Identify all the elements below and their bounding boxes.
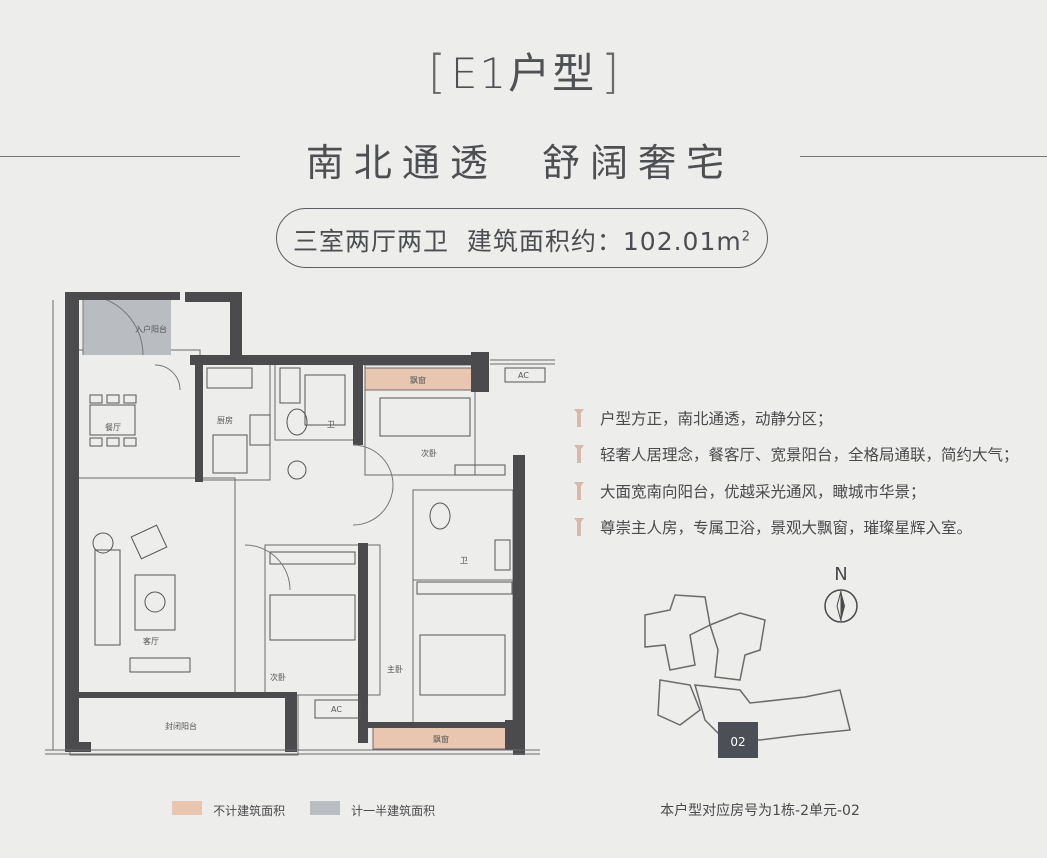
- feature-text-4: 尊崇主人房，专属卫浴，景观大飘窗，璀璨星辉入室。: [600, 519, 973, 537]
- subtitle: 南北通透 舒阔奢宅: [305, 141, 735, 185]
- label-entry-balcony: 入户阳台: [135, 324, 167, 334]
- label-dining: 餐厅: [105, 423, 121, 432]
- spec-text-wrap: 三室两厅两卫 建筑面积约：102.01m2: [277, 222, 767, 258]
- floor-plan: 入户阳台 餐厅 厨房 卫 飘窗 次卧 卫 客厅 次卧 主卧 封闭阳台 飘窗 AC…: [45, 292, 555, 756]
- wall-north-1: [185, 292, 240, 302]
- feature-text-2: 轻奢人居理念，餐客厅、宽景阳台，全格局通联，简约大气；: [600, 446, 1019, 464]
- living-sofa-set: [92, 524, 191, 673]
- site-plan: 02: [644, 594, 851, 758]
- subtitle-divider-right: [800, 156, 1047, 157]
- label-kitchen: 厨房: [217, 415, 233, 425]
- wardrobe-middle: [269, 551, 356, 565]
- feature-item-1: 户型方正，南北通透，动静分区；: [574, 405, 833, 431]
- label-living: 客厅: [143, 636, 159, 646]
- kitchen-area: [199, 359, 271, 481]
- bath2-fixtures: [429, 502, 511, 571]
- site-unit-highlight: [718, 722, 758, 758]
- label-bay-window-bottom: 飘窗: [433, 734, 449, 744]
- title-bracket-right: ]: [601, 45, 620, 99]
- wall-east: [513, 455, 525, 755]
- wall-balcony-north: [65, 692, 295, 698]
- beds: [269, 397, 513, 696]
- wall-bedroom-north: [360, 355, 475, 365]
- feature-bullet-icon: [574, 482, 584, 500]
- dining-table: [89, 394, 137, 447]
- door-swings: [154, 364, 394, 591]
- wall-kitchen-north: [190, 355, 360, 365]
- kitchen-fixtures: [206, 367, 301, 474]
- label-bath1: 卫: [327, 420, 335, 429]
- wardrobe-master: [416, 581, 513, 595]
- subtitle-row: 南北通透 舒阔奢宅: [0, 132, 1047, 185]
- wall-se-column: [505, 720, 523, 750]
- entry-balcony-fill: [83, 295, 171, 355]
- compass-icon: N: [824, 564, 858, 623]
- title-bracket-left: [: [427, 45, 446, 99]
- feature-item-2: 轻奢人居理念，餐客厅、宽景阳台，全格局通联，简约大气；: [574, 441, 1019, 467]
- bath2-area: [412, 489, 514, 581]
- wall-kitchen-west: [195, 362, 203, 482]
- label-ac-bottom: AC: [331, 705, 342, 714]
- bedroom-middle-area: [264, 544, 381, 696]
- label-master: 主卧: [387, 664, 403, 674]
- spec-pill: 三室两厅两卫 建筑面积约：102.01m2: [276, 208, 768, 268]
- feature-item-3: 大面宽南向阳台，优越采光通风，瞰城市华景；: [574, 478, 926, 504]
- bed-north: [379, 397, 471, 437]
- bath1-fixtures: [286, 374, 346, 480]
- wall-sw-column: [65, 742, 91, 752]
- legend-item-1: 不计建筑面积: [172, 800, 285, 819]
- bed-middle: [269, 594, 356, 641]
- wall-bath-east: [353, 355, 363, 445]
- wall-master-west: [358, 543, 368, 743]
- label-bedroom-middle: 次卧: [270, 672, 286, 682]
- room-number-caption: 本户型对应房号为1栋-2单元-02: [660, 803, 860, 819]
- label-ac-top: AC: [518, 371, 529, 380]
- label-enclosed-balcony: 封闭阳台: [165, 721, 197, 731]
- feature-text-1: 户型方正，南北通透，动静分区；: [600, 410, 833, 428]
- legend-swatch-half: [310, 801, 340, 815]
- feature-bullet-icon: [574, 409, 584, 427]
- master-area: [412, 579, 514, 726]
- wall-master-south: [365, 722, 515, 728]
- spec-superscript: 2: [741, 229, 751, 245]
- label-bath2: 卫: [460, 556, 468, 565]
- feature-text-3: 大面宽南向阳台，优越采光通风，瞰城市华景；: [600, 483, 926, 501]
- title-block: [ E1户型 ]: [0, 40, 1047, 100]
- label-bay-window-top: 飘窗: [410, 375, 426, 385]
- compass-label: N: [834, 564, 847, 585]
- spec-text: 三室两厅两卫 建筑面积约：102.01m: [292, 227, 742, 256]
- site-buildings: [644, 594, 851, 741]
- bath1-area: [274, 359, 356, 441]
- feature-item-4: 尊崇主人房，专属卫浴，景观大飘窗，璀璨星辉入室。: [574, 514, 972, 540]
- subtitle-divider-left: [0, 156, 240, 157]
- ac-unit-top: [504, 367, 546, 383]
- label-bedroom-north: 次卧: [421, 448, 437, 458]
- wall-north-entry: [65, 292, 180, 300]
- legend-label-2: 计一半建筑面积: [351, 804, 436, 818]
- wardrobe-north: [454, 464, 506, 476]
- legend-label-1: 不计建筑面积: [213, 804, 286, 818]
- wall-west: [65, 292, 79, 752]
- wall-balcony-east: [285, 692, 297, 752]
- legend-item-2: 计一半建筑面积: [310, 800, 435, 819]
- legend-swatch-not-counted: [172, 801, 202, 815]
- wall-shaft: [230, 292, 242, 362]
- wall-ne-column: [471, 352, 489, 392]
- page-title: E1户型: [450, 49, 597, 98]
- ac-unit-bottom: [314, 699, 361, 719]
- feature-bullet-icon: [574, 445, 584, 463]
- site-unit-label: 02: [730, 735, 745, 749]
- feature-bullet-icon: [574, 518, 584, 536]
- bed-master: [419, 634, 506, 696]
